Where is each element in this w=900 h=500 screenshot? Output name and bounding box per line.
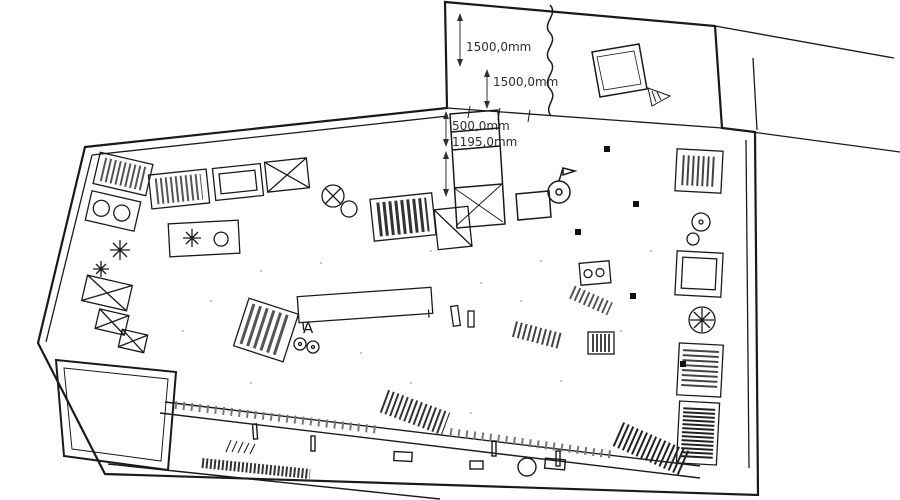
dim-label-1195: 1195,0mm (452, 135, 517, 149)
tick-fan (225, 439, 256, 455)
tilted-skylight-panel (591, 43, 648, 98)
right-fan-star (688, 306, 716, 334)
conveyor-post-3 (491, 440, 497, 457)
hatch-triangle (647, 87, 672, 107)
conveyor-post-1 (251, 423, 259, 440)
right-wall-equipment (674, 148, 725, 466)
round-bin (517, 457, 537, 477)
mixer-star (183, 229, 201, 247)
annex-divider-wall (446, 107, 723, 129)
floor-crate-2 (469, 460, 484, 470)
right-unit-striped (674, 148, 724, 194)
dim-label-1500-lower: 1500,0mm (493, 75, 558, 89)
prep-table-and-kettle (515, 167, 578, 221)
right-round-fixtures (686, 212, 711, 246)
hatched-floor-box (587, 331, 615, 355)
floor-post-1 (449, 304, 462, 328)
left-unit-sink (84, 189, 142, 233)
small-crate (543, 457, 567, 471)
left-unit-crossed (80, 274, 134, 312)
dimension-1500-upper: 1500,0mm (457, 13, 531, 67)
right-unit-counter (674, 250, 724, 298)
dimension-1500-lower: 1500,0mm (484, 69, 558, 109)
tall-cabinet (449, 109, 506, 229)
small-double-sink (578, 260, 612, 286)
conveyor-rail-bottom (159, 412, 701, 479)
top-wall-equipment (147, 157, 473, 251)
left-burner-star-1 (110, 240, 130, 260)
floor-speckles (182, 250, 652, 414)
corner-worktable (167, 219, 241, 258)
left-burner-star-2 (93, 261, 109, 277)
dimension-500: 500,0mm (443, 111, 510, 147)
stock-pots (321, 184, 358, 218)
long-center-table (296, 286, 434, 331)
comb-rack-1 (379, 389, 451, 436)
annex-room (449, 4, 672, 229)
top-unit-striped (147, 168, 211, 210)
dim-label-1500-upper: 1500,0mm (466, 40, 531, 54)
floor-post-2 (467, 310, 475, 328)
conveyor-rail-top (164, 401, 701, 467)
dim-label-500: 500,0mm (452, 119, 510, 133)
tilted-stair-pallet (232, 297, 300, 363)
vestibule (54, 358, 178, 472)
section-marker-a: A (303, 319, 314, 337)
floor-crate-1 (393, 450, 413, 463)
top-unit-end-cabinet (433, 205, 473, 251)
comb-rack-2 (612, 422, 692, 476)
conveyor-post-2 (310, 435, 316, 452)
top-unit-counter (211, 162, 265, 202)
left-small-table-2 (117, 328, 149, 354)
right-unit-dense-hatch (675, 400, 721, 466)
right-unit-rack (675, 342, 725, 398)
dimension-1195: 1195,0mm (443, 135, 517, 197)
left-small-table-1 (94, 308, 130, 336)
wavy-wall-break-line (546, 4, 554, 117)
interior-wall-lines (45, 25, 900, 469)
floor-markers (575, 146, 686, 367)
extension-ticks (467, 105, 531, 123)
dimension-annotations: 1500,0mm 1500,0mm 500,0mm 1195,0mm (443, 13, 558, 197)
stools (293, 337, 320, 354)
top-unit-crossed (263, 157, 311, 193)
center-equipment (232, 260, 615, 363)
drawing-root: 1500,0mm 1500,0mm 500,0mm 1195,0mm (36, 0, 900, 500)
slicer-rack (569, 285, 613, 316)
